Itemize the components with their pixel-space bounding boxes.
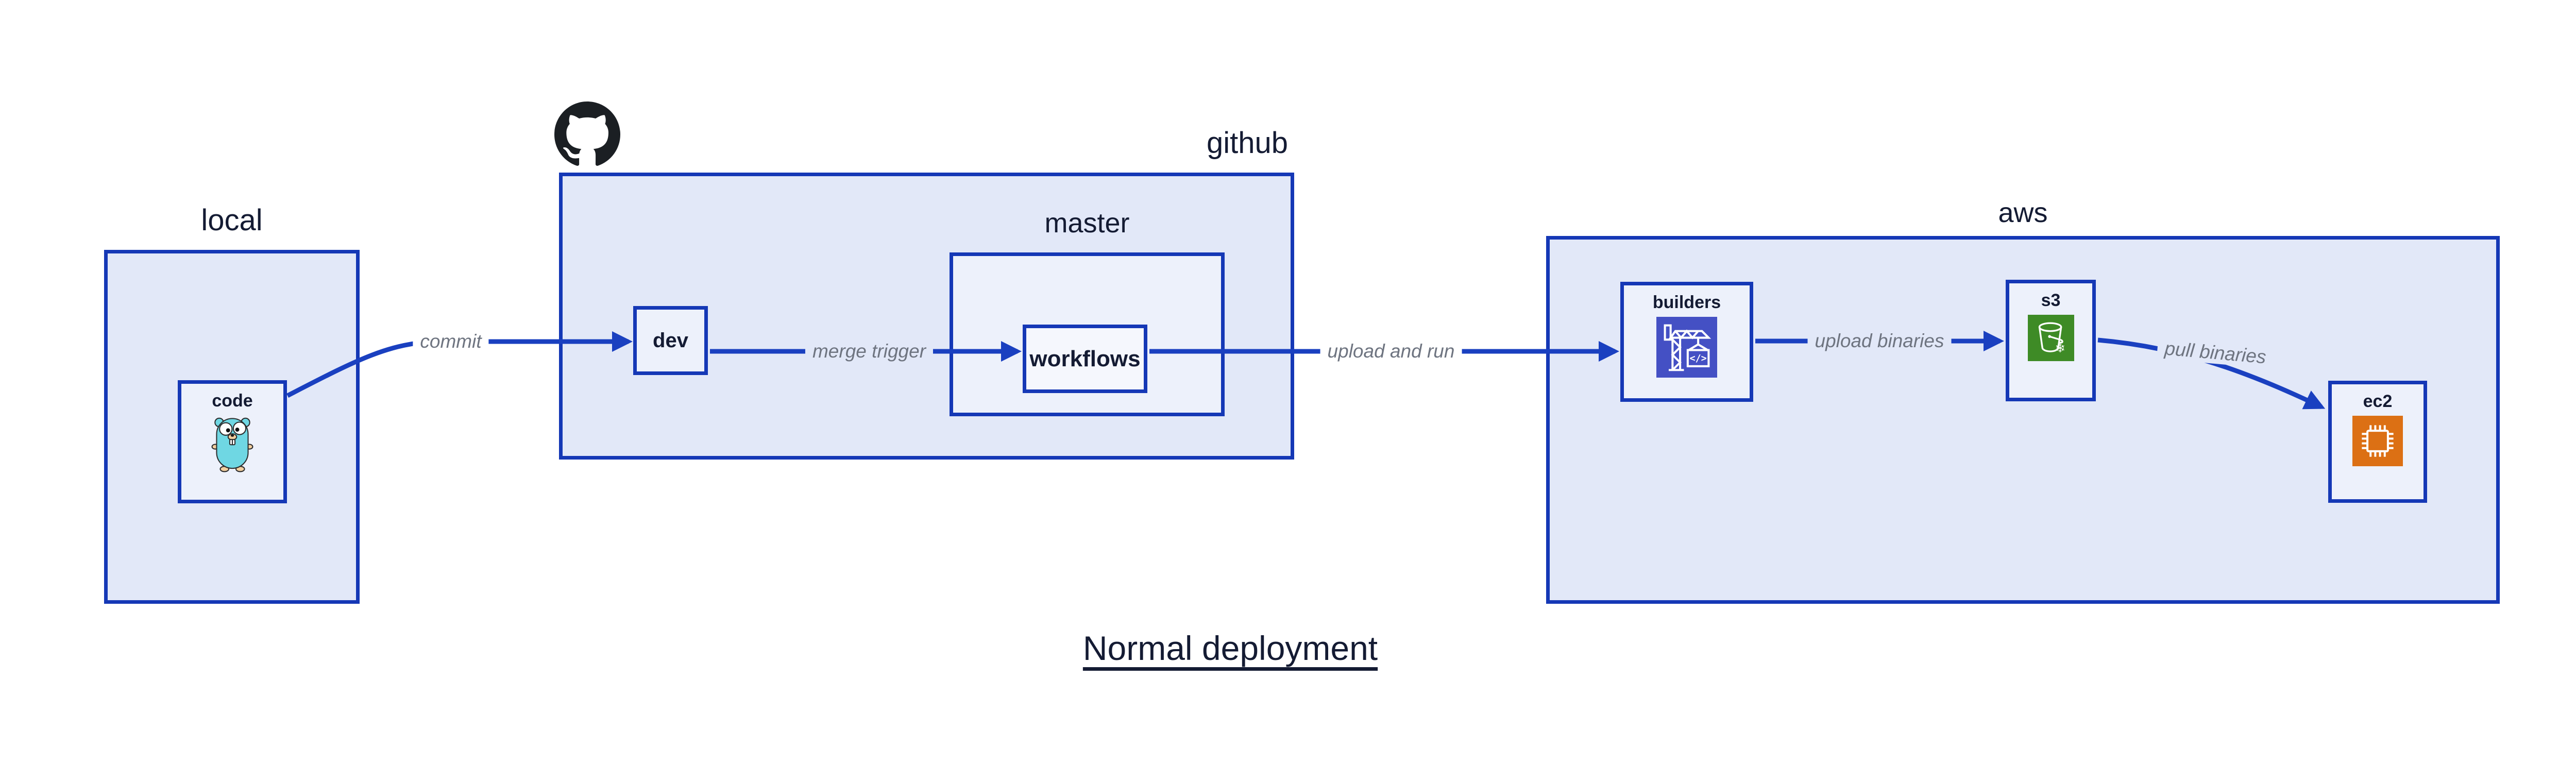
github-group-label: github xyxy=(1206,126,1288,160)
dev-node-label: dev xyxy=(653,329,688,352)
code-node-label: code xyxy=(212,391,253,411)
diagram-title: Normal deployment xyxy=(1082,629,1378,667)
builders-node: builders </> xyxy=(1620,282,1753,402)
workflows-node-label: workflows xyxy=(1029,346,1141,371)
aws-group-label: aws xyxy=(1998,197,2048,228)
go-gopher-icon xyxy=(211,417,253,472)
edge-label-upload-binaries: upload binaries xyxy=(1807,330,1952,352)
master-branch-label: master xyxy=(1044,208,1130,239)
workflows-node: workflows xyxy=(1023,325,1147,393)
dev-branch-node: dev xyxy=(633,306,708,375)
edge-label-commit: commit xyxy=(413,331,489,352)
edge-label-merge-trigger: merge trigger xyxy=(805,341,934,362)
ec2-node-label: ec2 xyxy=(2363,392,2393,411)
codebuild-crane-icon: </> xyxy=(1656,317,1717,378)
snowflake-glyph: ❄ xyxy=(2055,341,2065,355)
code-glyph: </> xyxy=(1689,353,1706,364)
ec2-node: ec2 xyxy=(2328,381,2427,503)
builders-node-label: builders xyxy=(1652,293,1721,312)
edge-label-upload-and-run: upload and run xyxy=(1320,341,1462,362)
ec2-chip-icon xyxy=(2352,416,2403,466)
github-octocat-icon xyxy=(554,101,620,166)
code-node: code xyxy=(178,380,287,503)
s3-node-label: s3 xyxy=(2041,291,2061,310)
s3-bucket-icon: ❄ xyxy=(2027,315,2074,361)
local-group-label: local xyxy=(201,203,263,237)
s3-node: s3 ❄ xyxy=(2006,280,2096,401)
